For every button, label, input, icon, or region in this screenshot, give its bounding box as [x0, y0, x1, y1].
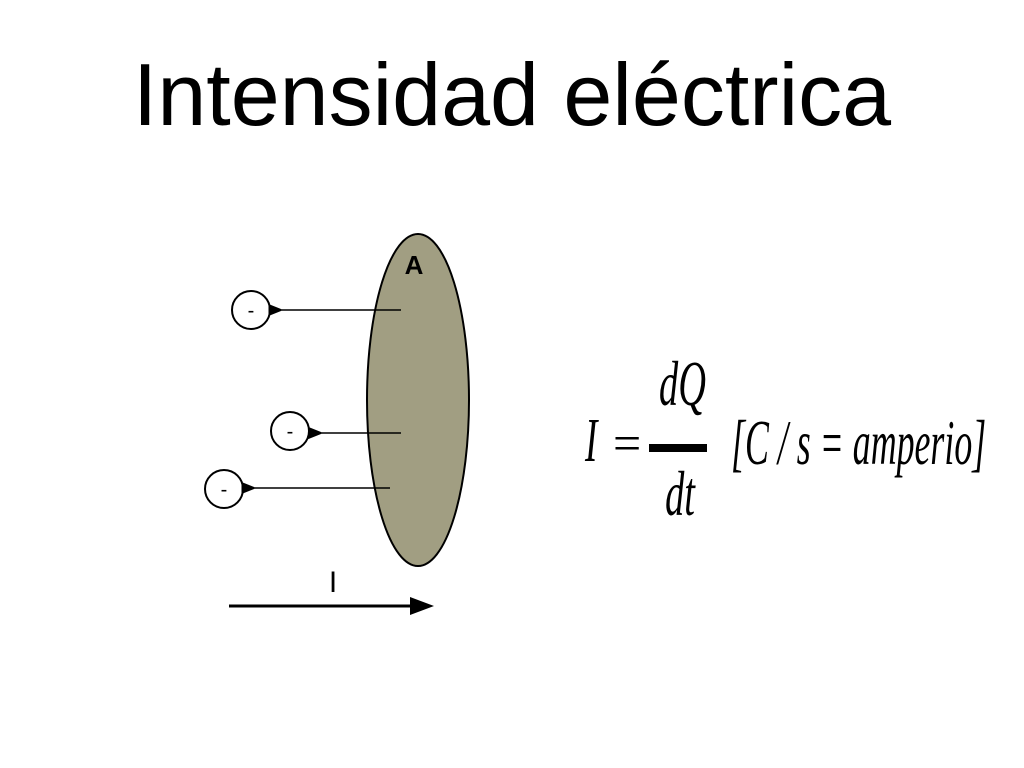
cross-section-surface [366, 233, 470, 567]
electron-2: - [270, 411, 401, 451]
formula-units: [C / s = amperio] [731, 407, 987, 478]
electron-1: - [231, 290, 401, 330]
current-arrow-head [410, 597, 434, 615]
formula-current-symbol: I [585, 407, 598, 475]
formula-denominator: dt [665, 458, 695, 529]
current-direction: I [229, 566, 434, 615]
electron-charge: - [221, 479, 228, 501]
slide-title: Intensidad eléctrica [132, 45, 892, 144]
electron-3: - [204, 469, 390, 509]
formula-numerator: dQ [659, 348, 706, 419]
current-formula: I = dQ dt [C / s = amperio] [585, 350, 1005, 540]
electron-charge: - [287, 421, 294, 443]
formula-equals: = [613, 415, 642, 471]
electron-charge: - [248, 300, 255, 322]
formula-fraction-bar [649, 444, 707, 452]
area-label: A [405, 250, 424, 280]
current-label: I [329, 566, 337, 599]
